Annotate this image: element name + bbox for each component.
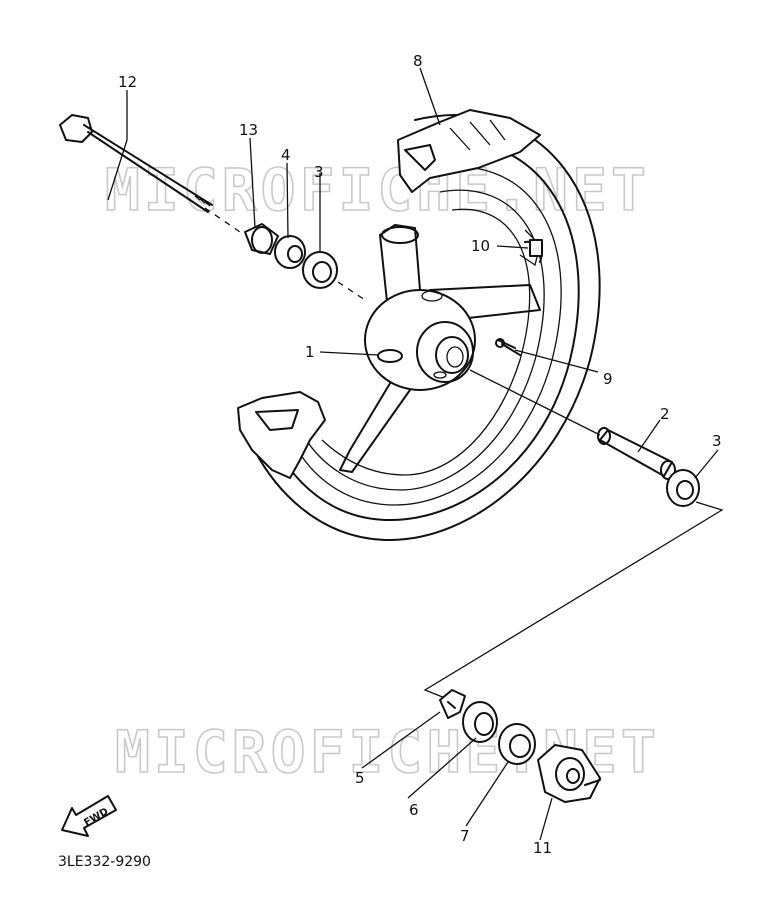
assembly-leader-line <box>423 501 724 699</box>
callout-11: 11 <box>533 839 552 857</box>
spacer <box>597 427 676 480</box>
callout-13: 13 <box>239 121 258 139</box>
callout-3-right: 3 <box>712 432 722 450</box>
wheel-rim <box>237 109 601 541</box>
callout-10: 10 <box>471 237 490 255</box>
valve-stem <box>495 338 521 356</box>
diagram-code: 3LE332-9290 <box>58 854 151 870</box>
axle-bolt <box>59 114 241 233</box>
callout-6: 6 <box>409 801 419 819</box>
callout-4: 4 <box>281 146 291 164</box>
callout-5: 5 <box>355 769 365 787</box>
bearing-left <box>302 251 366 301</box>
watermark-upper: MICROFICHE.NET <box>105 156 650 224</box>
callout-1: 1 <box>305 343 315 361</box>
callout-9: 9 <box>603 370 613 388</box>
circlip <box>439 689 466 719</box>
forward-arrow-icon: FWD <box>61 795 117 837</box>
collar <box>244 223 279 255</box>
callout-3-left: 3 <box>314 163 324 181</box>
axle-center-line <box>469 369 601 436</box>
wheel-hub <box>364 289 476 391</box>
oil-seal <box>462 701 498 743</box>
balance-weight <box>524 239 543 263</box>
callout-8: 8 <box>413 52 423 70</box>
bearing-right <box>666 469 700 507</box>
callout-leaders <box>107 67 719 841</box>
callout-12: 12 <box>118 73 137 91</box>
speedometer-gear-unit <box>537 744 601 803</box>
speedo-bearing <box>498 723 536 765</box>
callout-7: 7 <box>460 827 470 845</box>
dust-seal-left <box>274 235 306 269</box>
callout-2: 2 <box>660 405 670 423</box>
